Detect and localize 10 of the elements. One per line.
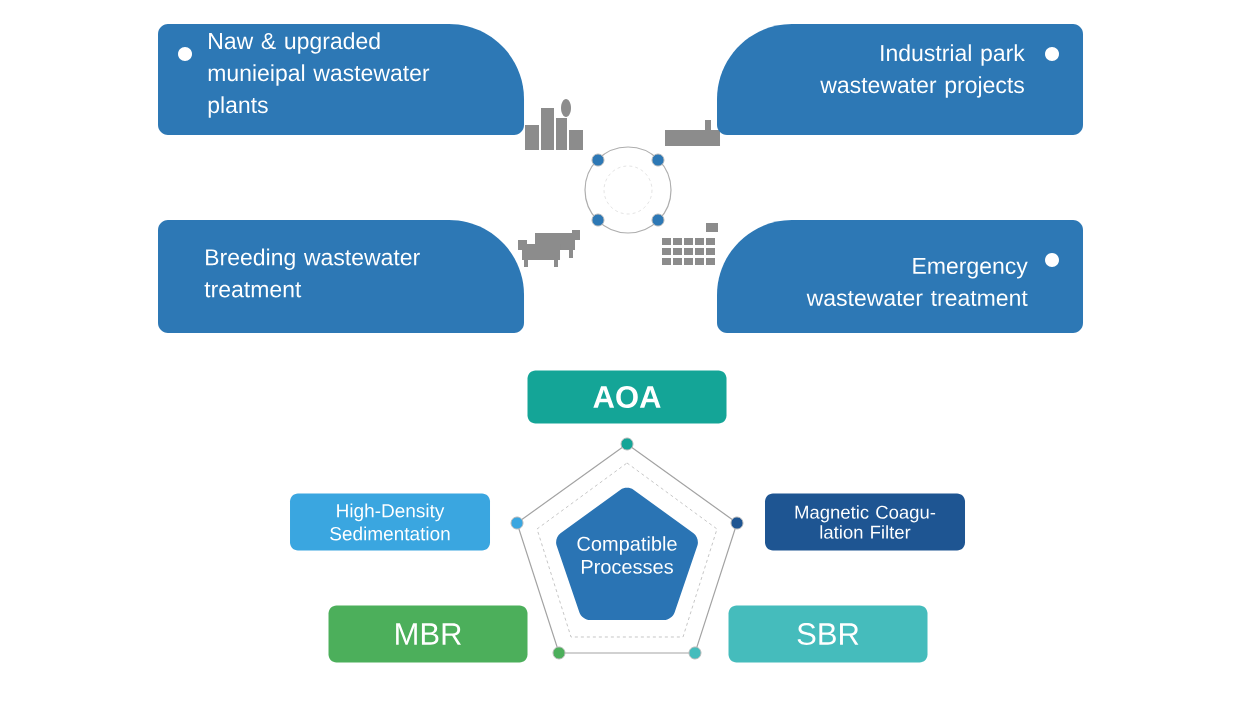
category-box: Emergency wastewater treatment (717, 220, 1083, 333)
process-box: MBR (328, 605, 528, 663)
center-pentagon: Compatible Processes (556, 487, 698, 620)
category-box: Naw & upgraded munieipal wastewater plants (158, 24, 524, 135)
category-box: Breeding wastewater treatment (158, 220, 524, 333)
process-box: AOA (527, 370, 727, 424)
process-box: Magnetic Coagu-lation Filter (765, 493, 965, 551)
category-box: Industrial park wastewater projects (717, 24, 1083, 135)
process-box: High-Density Sedimentation (290, 493, 490, 551)
process-box: SBR (728, 605, 928, 663)
